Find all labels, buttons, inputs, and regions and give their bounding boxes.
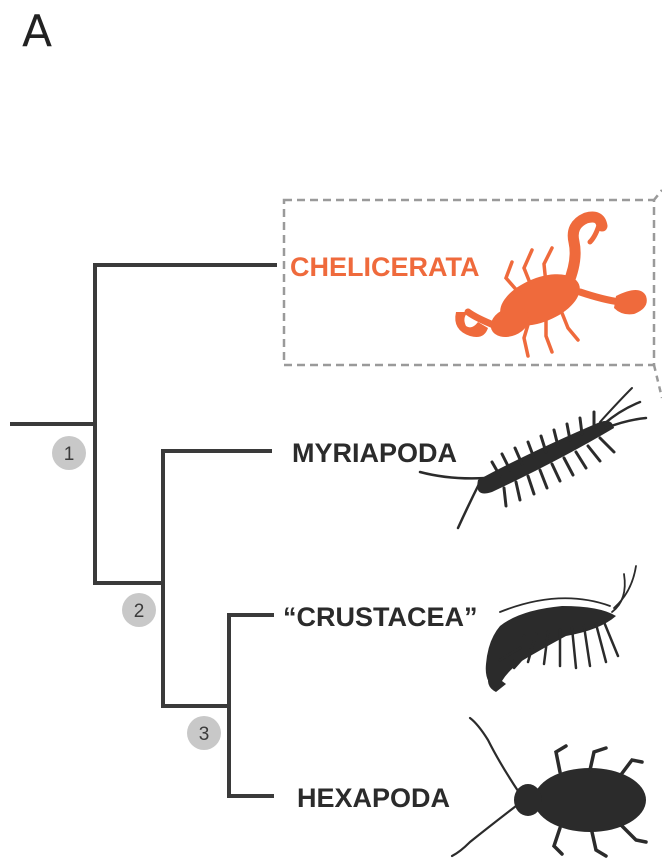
panel-label: A xyxy=(22,6,52,57)
node-number: 3 xyxy=(199,724,210,745)
node-marker-3: 3 xyxy=(187,716,221,750)
zoom-connector-bottom xyxy=(654,365,662,398)
scorpion-icon xyxy=(455,217,647,356)
taxon-label-myriapoda: MYRIAPODA xyxy=(292,438,457,468)
beetle-icon xyxy=(452,718,646,856)
taxon-label-chelicerata: CHELICERATA xyxy=(290,252,480,282)
shrimp-icon xyxy=(486,566,636,692)
node-number: 2 xyxy=(134,601,145,622)
zoom-connector-top xyxy=(654,190,662,200)
taxon-label-hexapoda: HEXAPODA xyxy=(297,783,450,813)
node-number: 1 xyxy=(64,444,75,465)
taxon-label-crustacea: “CRUSTACEA” xyxy=(283,602,478,632)
tree-branches xyxy=(12,265,275,796)
node-marker-2: 2 xyxy=(122,593,156,627)
node-marker-1: 1 xyxy=(52,436,86,470)
